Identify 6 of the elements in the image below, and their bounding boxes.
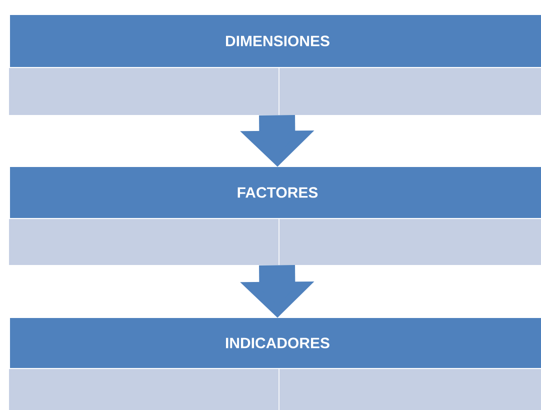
- header-bar: FACTORES: [10, 167, 541, 218]
- header-bar: DIMENSIONES: [10, 15, 541, 67]
- header-bar: INDICADORES: [10, 318, 541, 368]
- content-band: [9, 218, 541, 266]
- content-band: [9, 68, 541, 116]
- content-band: [9, 368, 541, 410]
